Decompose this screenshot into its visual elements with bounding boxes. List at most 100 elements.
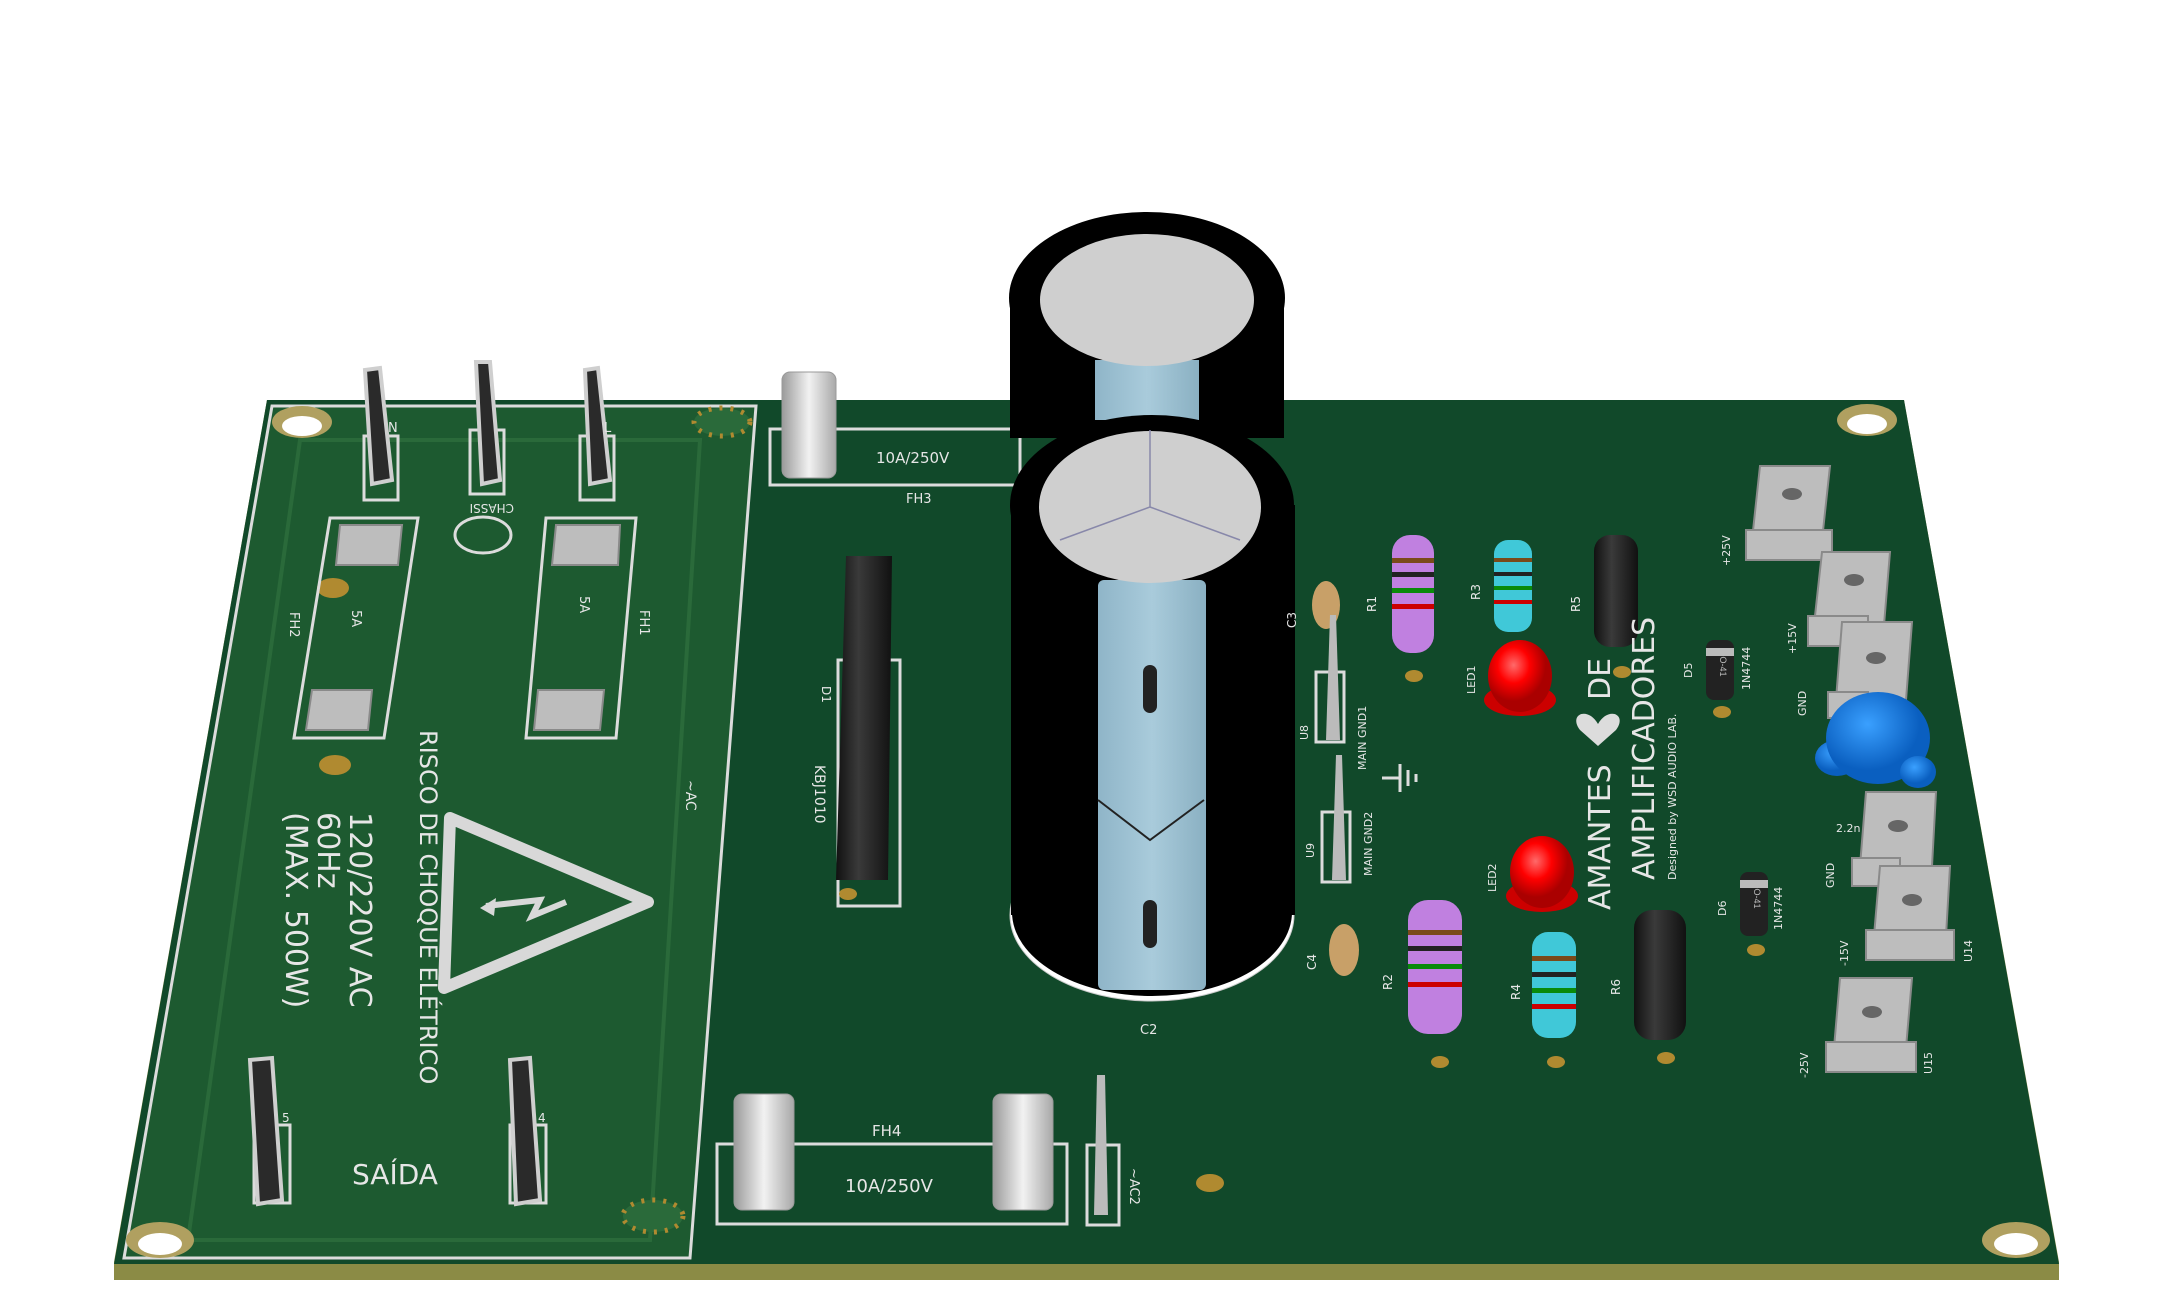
voltage-label: 120/220V AC xyxy=(342,812,377,1008)
silkscreen-label: ~AC2 xyxy=(1126,1168,1141,1205)
silkscreen-label: LED1 xyxy=(1465,665,1478,694)
silkscreen-label: KBJ1010 xyxy=(811,765,827,824)
logo: AMANTES DE AMPLIFICADORES Designed by WS… xyxy=(1576,617,1679,910)
mounting-holes xyxy=(126,404,2050,1258)
silkscreen-label: +25V xyxy=(1720,535,1733,566)
silkscreen-label: U8 xyxy=(1298,725,1311,740)
silkscreen-label: 4 xyxy=(538,1111,546,1125)
fuse-holder-fh2: FH2 5A xyxy=(286,516,420,740)
silkscreen-label: R4 xyxy=(1509,984,1523,1000)
resistors: R1 R3 R5 R2 R4 R6 xyxy=(1365,535,1686,1068)
silkscreen-label: AMPLIFICADORES xyxy=(1627,617,1662,880)
via-hole xyxy=(319,755,351,775)
ground-symbol-icon xyxy=(1382,764,1418,792)
silkscreen-label: FH3 xyxy=(906,492,932,507)
output-tab-plus25: +25V xyxy=(1720,465,1833,566)
film-capacitor: 2.2n xyxy=(1815,692,1936,835)
silkscreen-label: FH4 xyxy=(872,1122,901,1140)
silkscreen-label: GND xyxy=(1796,691,1809,716)
led1: LED1 xyxy=(1465,640,1556,716)
electrolytic-capacitor-back xyxy=(1009,212,1285,438)
resistor-r1: R1 xyxy=(1365,535,1434,682)
warning-label: RISCO DE CHOQUE ELÉTRICO 120/220V AC 60H… xyxy=(278,730,698,1084)
resistor-r3: R3 xyxy=(1469,540,1532,632)
label-n: N xyxy=(388,421,398,436)
silkscreen-label: R6 xyxy=(1609,979,1623,995)
output-tab-minus25: -25V U15 xyxy=(1798,977,1935,1078)
resistor-r4: R4 xyxy=(1509,932,1576,1068)
silkscreen-label: C3 xyxy=(1285,612,1299,628)
silkscreen-label: R3 xyxy=(1469,584,1483,600)
electrolytic-capacitor-c2: C2 xyxy=(1009,415,1295,1038)
silkscreen-label: R1 xyxy=(1365,596,1379,612)
silkscreen-label: 5A xyxy=(576,596,591,613)
mounting-hole xyxy=(1837,404,1897,436)
silkscreen-label: U15 xyxy=(1922,1052,1935,1074)
silkscreen-label: FH1 xyxy=(636,610,651,636)
led2: LED2 xyxy=(1486,836,1578,912)
resistor-r2: R2 xyxy=(1381,900,1462,1068)
silkscreen-label: MAIN GND1 xyxy=(1356,706,1369,770)
silkscreen-label: AMANTES xyxy=(1583,764,1618,910)
silkscreen-label: DO-41 xyxy=(1718,650,1728,677)
silkscreen-label: 1N4744 xyxy=(1772,887,1785,930)
resistor-r5: R5 xyxy=(1569,535,1638,678)
mounting-hole xyxy=(620,1197,686,1235)
output-tabs: +25V +15V GND 2.2n GND -15V U14 -25V U15 xyxy=(1720,465,1975,1078)
silkscreen-label: FH2 xyxy=(286,612,301,638)
silkscreen-label: C2 xyxy=(1140,1023,1157,1038)
silkscreen-label: DE xyxy=(1583,658,1618,700)
output-label: SAÍDA xyxy=(352,1157,438,1191)
ac-label: ~AC xyxy=(682,780,698,811)
power-label: (MAX. 500W) xyxy=(278,812,313,1008)
silkscreen-label: 2.2n xyxy=(1836,822,1860,835)
diode-d5: D5 1N4744 DO-41 xyxy=(1682,640,1753,718)
output-tab-gnd2: GND xyxy=(1824,791,1938,888)
mounting-hole xyxy=(691,405,753,439)
silkscreen-label: R2 xyxy=(1381,974,1395,990)
leds: LED1 LED2 xyxy=(1465,640,1578,912)
mounting-hole xyxy=(272,406,332,438)
output-terminals: 5 4 SAÍDA xyxy=(247,1055,548,1207)
silkscreen-label: GND xyxy=(1824,863,1837,888)
silkscreen-label: LED2 xyxy=(1486,863,1499,892)
silkscreen-label: 5 xyxy=(282,1111,290,1125)
silkscreen-label: MAIN GND2 xyxy=(1362,812,1375,876)
chassis-ground-symbol xyxy=(453,515,513,555)
mounting-hole xyxy=(126,1222,194,1258)
diode-d6: D6 1N4744 DO-41 xyxy=(1716,872,1785,956)
fuse-holder-fh3: 10A/250V FH3 xyxy=(768,371,1022,507)
silkscreen-label: C4 xyxy=(1305,954,1319,970)
heart-icon xyxy=(1576,713,1620,746)
silkscreen-label: D5 xyxy=(1682,663,1695,678)
ceramic-capacitors: C3 C4 xyxy=(1285,581,1359,976)
high-voltage-warning-icon xyxy=(438,812,654,994)
silkscreen-label: 5A xyxy=(348,610,363,627)
via-hole xyxy=(317,578,349,598)
output-tab-minus15: -15V U14 xyxy=(1838,865,1975,966)
zener-diodes: D5 1N4744 DO-41 D6 1N4744 DO-41 xyxy=(1682,640,1785,956)
ac2-terminal: ~AC2 xyxy=(1085,1075,1141,1227)
via-hole xyxy=(1196,1174,1224,1192)
silkscreen-label: 1N4744 xyxy=(1740,647,1753,690)
silkscreen-label: 10A/250V xyxy=(876,449,950,467)
label-l: L xyxy=(604,421,612,436)
silkscreen-label: -25V xyxy=(1798,1052,1811,1078)
silkscreen-label: -15V xyxy=(1838,940,1851,966)
silkscreen-label: D1 xyxy=(819,686,833,703)
silkscreen-label: DO-41 xyxy=(1752,882,1762,909)
label-chassi: CHASSI xyxy=(470,501,514,515)
frequency-label: 60Hz xyxy=(310,812,345,888)
silkscreen-label: U9 xyxy=(1304,843,1317,858)
bridge-rectifier-d1: D1 KBJ1010 xyxy=(811,556,902,908)
silkscreen-label: 10A/250V xyxy=(845,1176,934,1197)
silkscreen-label: D6 xyxy=(1716,901,1729,916)
ground-terminals: U8 MAIN GND1 U9 MAIN GND2 xyxy=(1298,615,1418,884)
silkscreen-label: Designed by WSD AUDIO LAB. xyxy=(1666,714,1679,880)
silkscreen-label: U14 xyxy=(1962,940,1975,962)
high-voltage-area xyxy=(122,404,758,1260)
fuse-holder-fh1: FH1 5A xyxy=(524,516,651,740)
input-terminals: N CHASSI L xyxy=(362,360,616,555)
fuse-holder-fh4: 10A/250V FH4 xyxy=(715,1093,1069,1226)
